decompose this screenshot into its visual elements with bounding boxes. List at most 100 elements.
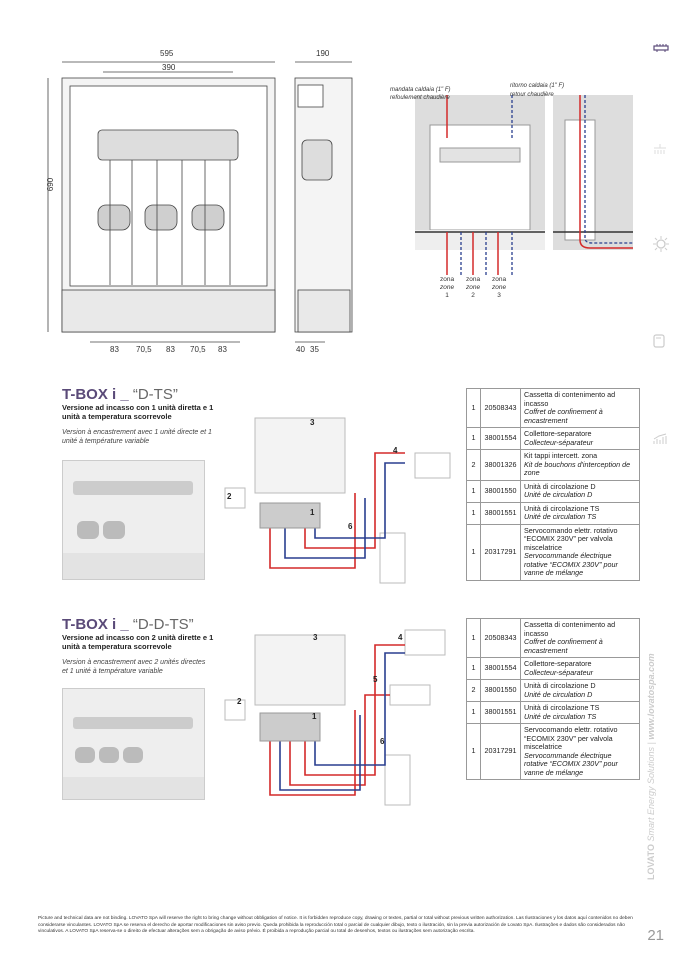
dim-width-total: 595	[160, 49, 174, 58]
code-cell: 38001551	[480, 501, 521, 525]
qty-cell: 1	[466, 657, 481, 680]
section-title: T-BOX i _ “D-TS”	[62, 386, 178, 403]
callout: 5	[373, 675, 378, 684]
code-cell: 38001554	[480, 427, 521, 450]
description-it: Unità di circolazione D	[524, 481, 596, 491]
callout: 2	[237, 697, 242, 706]
callout: 4	[398, 633, 403, 642]
description-fr: Coffret de confinement à encastrement	[524, 637, 603, 655]
description-fr: Servocommande électrique rotative “ECOMI…	[524, 551, 618, 577]
description-it: Cassetta di contenimento ad incasso	[524, 620, 616, 638]
qty-cell: 1	[466, 479, 481, 503]
callout: 1	[312, 712, 317, 721]
return-label-fr: retour chaudière	[510, 92, 554, 98]
subtitle-it: Versione ad incasso con 2 unità dirette …	[62, 633, 214, 651]
product-photo	[62, 688, 205, 800]
code-cell: 38001554	[480, 657, 521, 680]
brand-vertical: LOVATO Smart Energy Solutions | www.lova…	[646, 653, 656, 880]
description-fr: Coffret de confinement à encastrement	[524, 407, 603, 425]
callout: 4	[393, 446, 398, 455]
description-cell: Servocomando elettr. rotativo “ECOMIX 23…	[520, 523, 640, 581]
page-number: 21	[647, 927, 664, 944]
shower-icon	[653, 142, 666, 160]
description-it: Kit tappi intercett. zona	[524, 451, 598, 460]
dim-bottom: 83	[218, 345, 227, 354]
description-fr: Unité de circulation TS	[524, 711, 597, 721]
description-it: Collettore-separatore	[524, 429, 592, 438]
qty-cell: 1	[466, 618, 481, 658]
chart-icon	[653, 432, 667, 450]
description-it: Unità di circolazione TS	[524, 703, 600, 712]
section-d-ts: T-BOX i _ “D-TS” Versione ad incasso con…	[62, 386, 222, 446]
sun-icon	[653, 236, 669, 257]
qty-cell: 1	[466, 701, 481, 724]
subtitle-it: Versione ad incasso con 1 unità diretta …	[62, 403, 214, 421]
code-cell: 38001550	[480, 479, 521, 503]
description-it: Collettore-separatore	[524, 659, 592, 668]
radiator-icon	[653, 40, 669, 58]
return-label: ritorno caldaia (1" F)	[510, 83, 565, 89]
code-cell: 38001550	[480, 679, 521, 702]
qty-cell: 2	[466, 679, 481, 702]
dim-bottom: 70,5	[190, 345, 206, 354]
callout: 1	[310, 508, 315, 517]
dim-depth: 190	[316, 49, 330, 58]
front-side-drawing	[47, 61, 353, 343]
callout: 6	[348, 522, 353, 531]
callout: 6	[380, 737, 385, 746]
product-photo	[62, 460, 205, 580]
description-fr: Kit de bouchons d'interception de zone	[524, 459, 631, 477]
installation-diagram: mandata caldaia (1" F) refoulement chaud…	[385, 80, 635, 310]
description-fr: Collecteur-séparateur	[524, 437, 593, 447]
description-cell: Servocomando elettr. rotativo “ECOMIX 23…	[520, 723, 640, 780]
subtitle-fr: Version à encastrement avec 2 unités dir…	[62, 659, 206, 675]
qty-cell: 1	[466, 723, 481, 780]
qty-cell: 1	[466, 501, 481, 525]
code-cell: 20317291	[480, 523, 521, 581]
qty-cell: 1	[466, 523, 481, 581]
section-title: T-BOX i _ “D-D-TS”	[62, 616, 194, 633]
description-fr: Collecteur-séparateur	[524, 667, 593, 677]
qty-cell: 2	[466, 449, 481, 481]
description-it: Unità di circolazione D	[524, 681, 596, 690]
dim-bottom: 70,5	[136, 345, 152, 354]
dim-bottom: 83	[110, 345, 119, 354]
description-fr: Unité de circulation TS	[524, 512, 597, 521]
qty-cell: 1	[466, 388, 481, 428]
qty-cell: 1	[466, 427, 481, 450]
description-it: Unità di circolazione TS	[524, 503, 600, 513]
code-cell: 38001326	[480, 449, 521, 481]
code-cell: 20508343	[480, 618, 521, 658]
dim-height: 690	[46, 177, 56, 192]
code-cell: 38001551	[480, 701, 521, 724]
description-it: Servocomando elettr. rotativo “ECOMIX 23…	[524, 525, 618, 552]
system-schematic: 3 4 5 2 1 6	[215, 625, 455, 815]
description-fr: Unité de circulation D	[524, 490, 593, 499]
dim-bottom: 83	[166, 345, 175, 354]
description-fr: Unité de circulation D	[524, 689, 593, 699]
dim-width-inner: 390	[162, 63, 176, 72]
code-cell: 20317291	[480, 723, 521, 780]
